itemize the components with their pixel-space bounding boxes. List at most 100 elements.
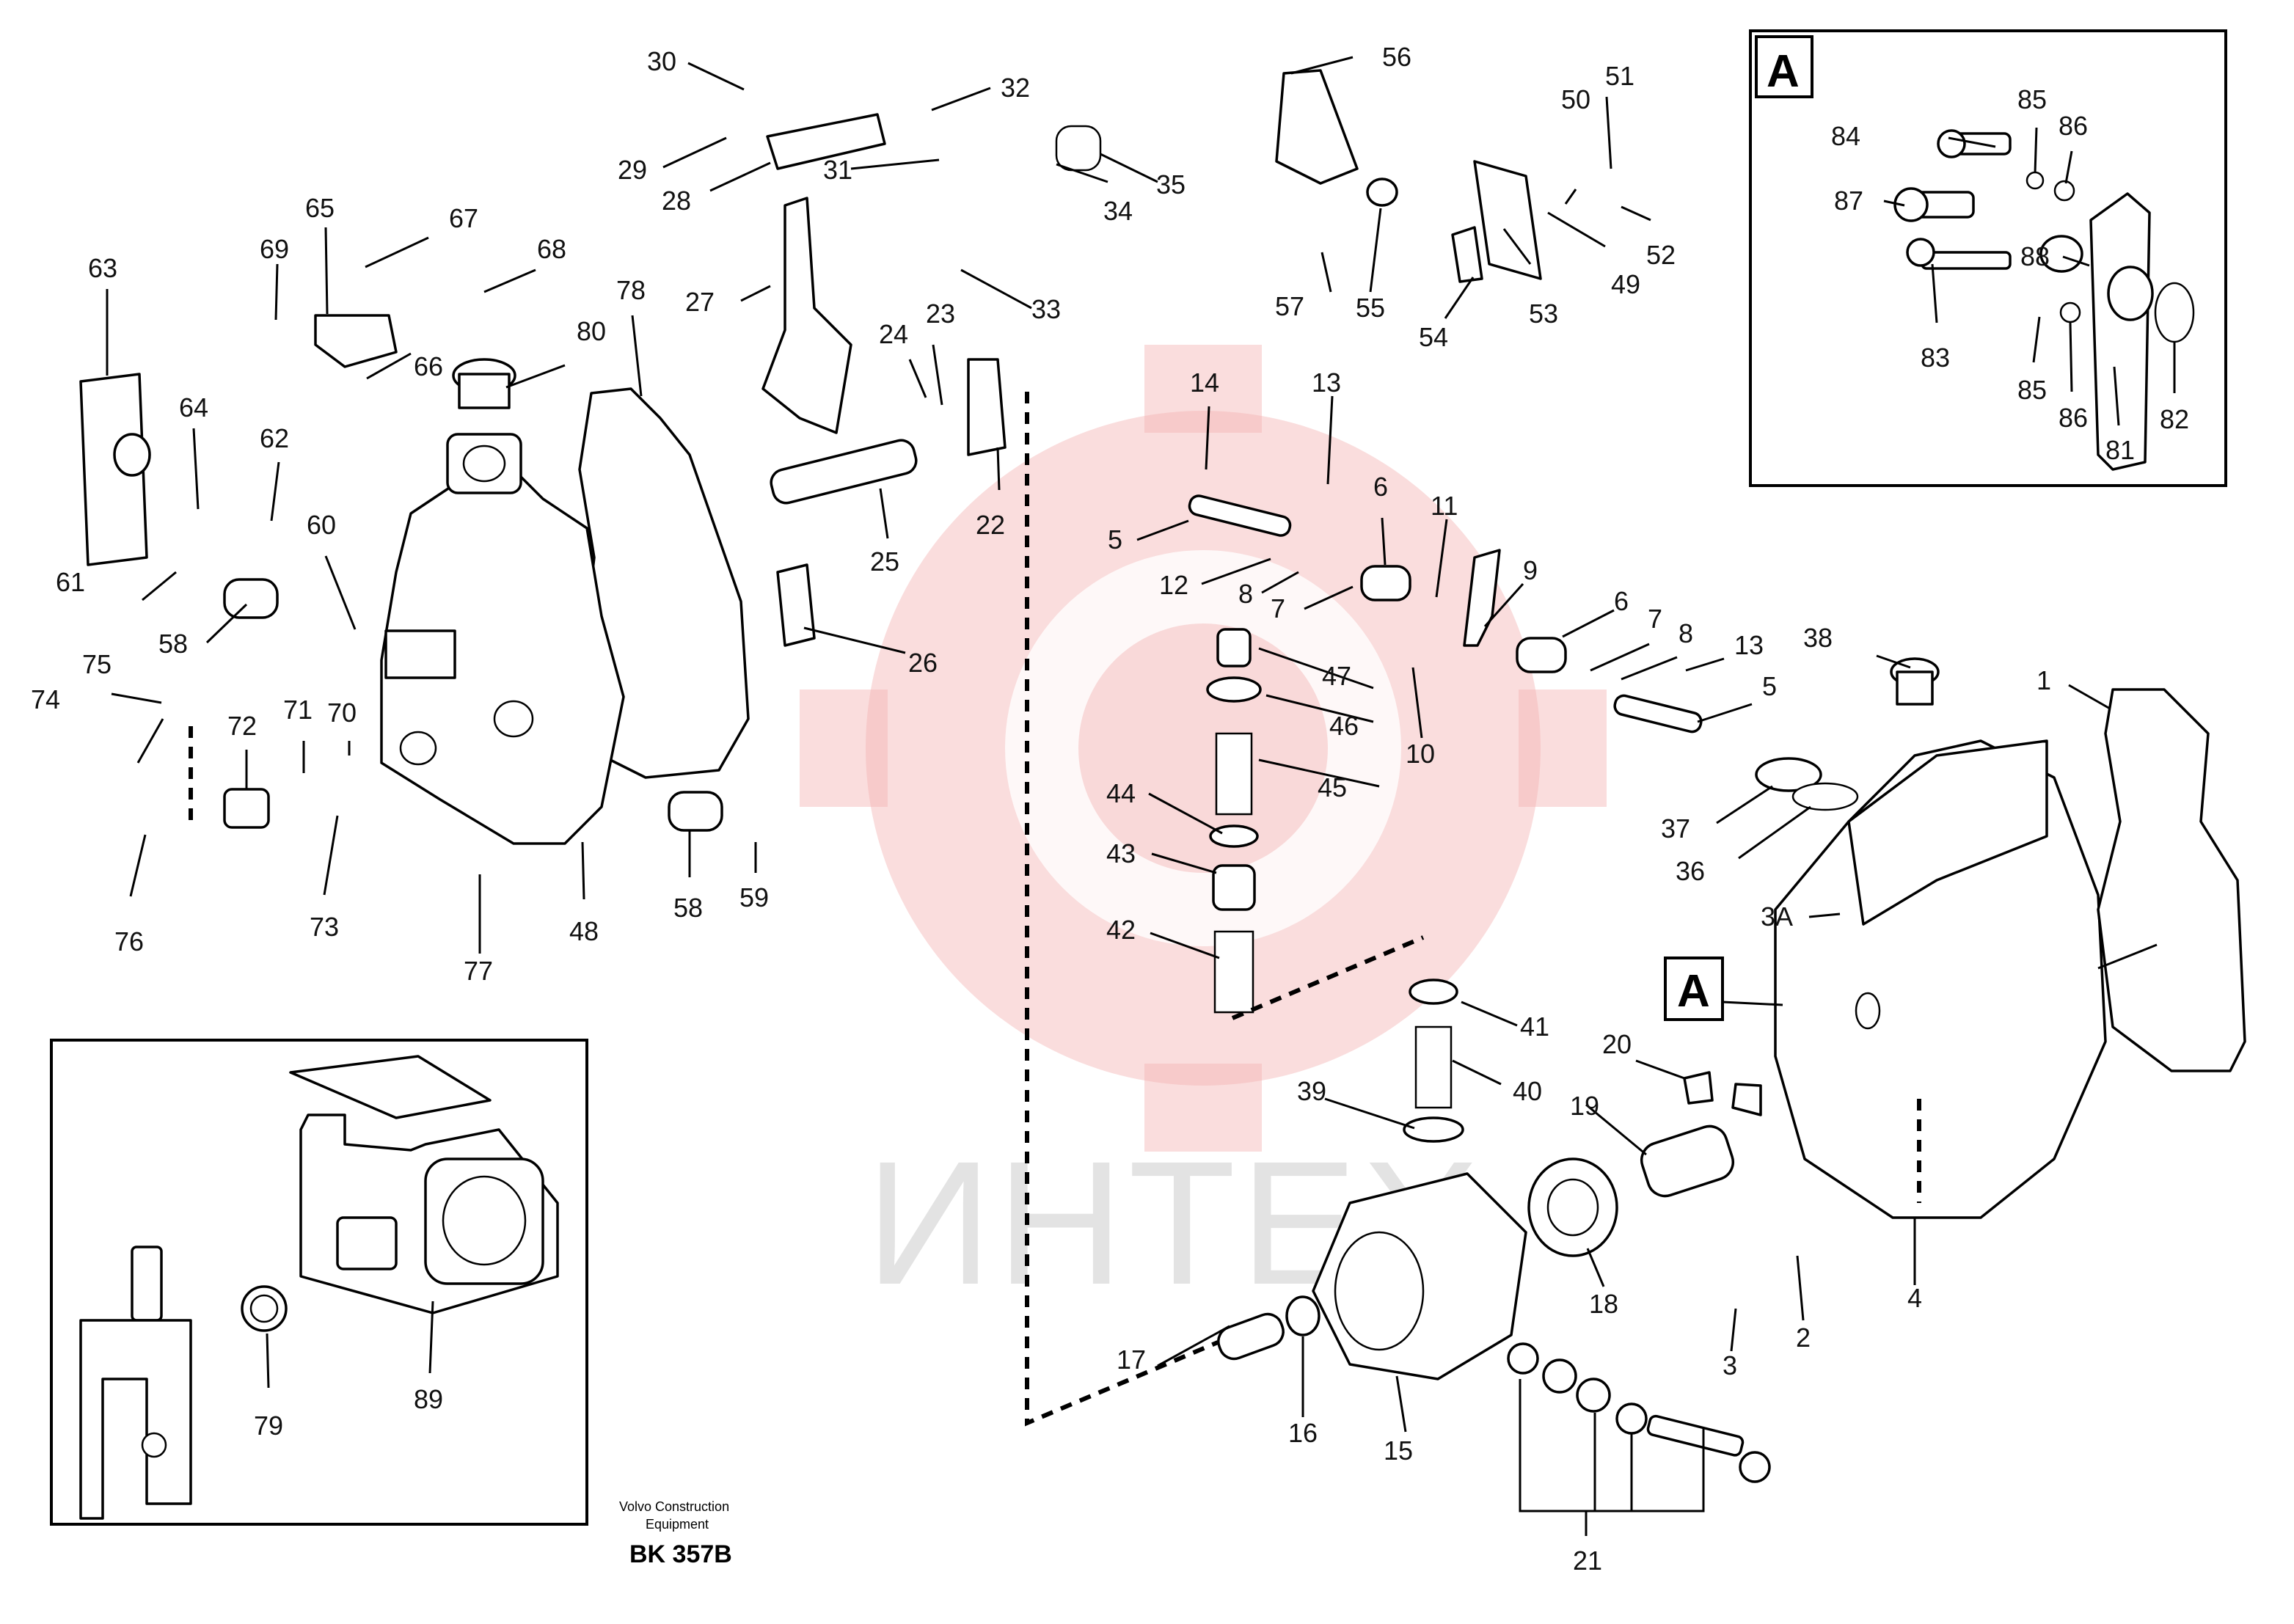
label-part-81: 81 [2105, 435, 2135, 465]
label-part-31: 31 [823, 155, 852, 185]
inset-plunger-stack [79, 1246, 192, 1520]
label-part-80: 80 [577, 316, 606, 346]
label-part-71: 71 [283, 695, 313, 725]
label-part-62: 62 [260, 423, 289, 453]
label-part-86-top: 86 [2059, 111, 2088, 141]
spring-stack-39-41 [1403, 979, 1464, 1143]
label-part-88: 88 [2020, 241, 2050, 271]
label-part-59: 59 [739, 882, 769, 912]
lever-9 [1463, 549, 1501, 647]
label-part-32: 32 [1001, 73, 1030, 103]
label-part-14: 14 [1190, 367, 1219, 398]
detail-a-inset-tag-box [1755, 35, 1813, 98]
housing-48-window [384, 629, 456, 679]
watermark-gear-logo [800, 345, 1607, 1152]
label-part-51: 51 [1605, 61, 1634, 91]
label-part-78: 78 [616, 275, 646, 305]
detail-a-tag: A [1677, 966, 1710, 1017]
plate-53 [1451, 226, 1483, 283]
label-part-58-left: 58 [158, 629, 188, 659]
label-part-5-right: 5 [1762, 671, 1777, 701]
label-part-6-right: 6 [1614, 586, 1629, 616]
label-part-68: 68 [537, 234, 566, 264]
label-part-55: 55 [1356, 293, 1385, 323]
label-part-85-bottom: 85 [2017, 375, 2047, 405]
label-part-64: 64 [179, 392, 208, 423]
bushing-58-right [668, 791, 723, 832]
bracket-65 [314, 314, 398, 368]
label-part-11: 11 [1431, 491, 1458, 521]
label-part-67: 67 [449, 203, 478, 233]
bolt-17 [1217, 1312, 1285, 1361]
label-part-43: 43 [1106, 838, 1136, 868]
label-part-66: 66 [414, 351, 443, 381]
label-part-79: 79 [254, 1411, 283, 1441]
label-part-8-right: 8 [1679, 618, 1693, 648]
detail-a-inset-tag: A [1767, 46, 1800, 97]
bushing-58-left [223, 578, 279, 619]
label-part-37: 37 [1661, 813, 1690, 844]
label-part-75: 75 [82, 649, 112, 679]
label-part-46: 46 [1329, 711, 1359, 741]
label-part-12: 12 [1159, 570, 1188, 600]
label-part-23: 23 [926, 299, 955, 329]
label-part-50: 50 [1561, 84, 1590, 114]
sleeve-6-right [1516, 637, 1567, 673]
label-part-60: 60 [307, 510, 336, 540]
callout-lines [106, 56, 2176, 1536]
dashed-line-governor [1231, 935, 1425, 1020]
label-part-77: 77 [464, 956, 493, 986]
washer-55 [1366, 178, 1398, 207]
label-part-21: 21 [1573, 1546, 1602, 1576]
label-part-48: 48 [569, 916, 599, 946]
label-part-13-top: 13 [1312, 367, 1341, 398]
label-part-18: 18 [1589, 1289, 1618, 1319]
plug-72 [223, 788, 270, 829]
label-part-87: 87 [1834, 186, 1863, 216]
label-part-15: 15 [1384, 1435, 1413, 1466]
bracket-56 [1275, 69, 1359, 185]
label-part-89: 89 [414, 1384, 443, 1414]
dashed-line-main [1025, 392, 1219, 1427]
detail-a-tag-box [1664, 957, 1724, 1021]
label-part-39: 39 [1297, 1076, 1326, 1106]
label-part-24: 24 [879, 319, 908, 349]
spring-stack-42-47 [1206, 628, 1262, 1014]
label-part-41: 41 [1520, 1012, 1549, 1042]
label-part-9: 9 [1523, 555, 1538, 585]
label-part-53: 53 [1529, 299, 1558, 329]
label-part-73: 73 [310, 912, 339, 942]
hub-19 [1640, 1124, 1735, 1198]
inset-fitting-79 [241, 1285, 288, 1332]
plate-49 [1473, 160, 1542, 280]
label-part-57: 57 [1275, 291, 1304, 321]
label-part-19: 19 [1570, 1091, 1599, 1121]
lever-27 [761, 197, 852, 434]
label-part-52: 52 [1646, 240, 1676, 270]
plug-38 [1890, 657, 1940, 706]
label-part-13-right: 13 [1734, 630, 1764, 660]
bracket-26 [776, 563, 816, 647]
label-part-44: 44 [1106, 778, 1136, 808]
label-part-20: 20 [1602, 1029, 1632, 1059]
label-part-33: 33 [1031, 294, 1061, 324]
label-part-10: 10 [1406, 739, 1435, 769]
washer-16 [1285, 1295, 1320, 1336]
label-part-5-left: 5 [1108, 524, 1122, 555]
detail-a-inset-frame [1749, 29, 2227, 487]
label-part-17: 17 [1117, 1345, 1146, 1375]
pin-5-right [1613, 694, 1703, 734]
label-part-49: 49 [1611, 269, 1640, 299]
shims-20 [1683, 1071, 1762, 1116]
label-part-4: 4 [1907, 1283, 1922, 1313]
label-part-1: 1 [2037, 665, 2051, 695]
label-part-6-left: 6 [1373, 472, 1388, 502]
sleeve-6-left [1360, 565, 1411, 601]
footer: Volvo Construction Equipment BK 357B [619, 1499, 732, 1568]
label-part-82: 82 [2160, 404, 2189, 434]
label-part-69: 69 [260, 234, 289, 264]
label-part-29: 29 [618, 155, 647, 185]
label-part-72: 72 [227, 711, 257, 741]
label-part-42: 42 [1106, 915, 1136, 945]
